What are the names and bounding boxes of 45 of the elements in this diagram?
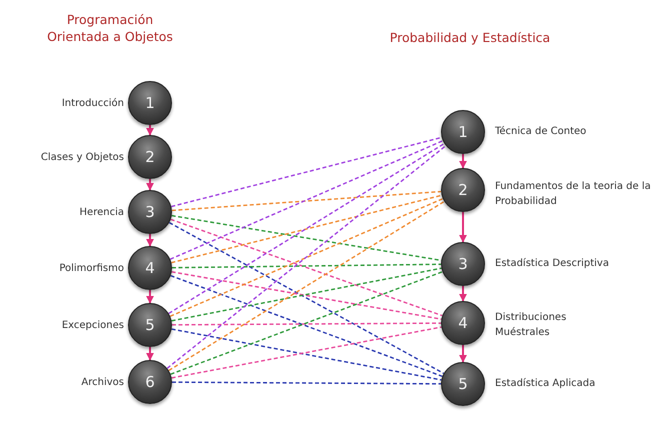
arrow	[146, 290, 154, 304]
arrow	[459, 212, 467, 243]
dashed-connector	[172, 381, 441, 385]
topic-label: Clases y Objetos	[40, 151, 124, 165]
numbered-circle: 1	[128, 81, 172, 125]
arrow	[459, 345, 467, 363]
numbered-circle: 1	[441, 110, 485, 154]
numbered-circle: 4	[441, 301, 485, 345]
topic-label: Estadística Aplicada	[495, 377, 596, 391]
numbered-circle: 5	[441, 362, 485, 406]
dashed-connector	[168, 142, 445, 314]
arrow	[146, 234, 154, 247]
arrow	[146, 179, 154, 191]
dashed-connector	[170, 140, 444, 260]
dashed-connector	[172, 190, 442, 212]
topic-label: Archivos	[81, 376, 124, 390]
topic-label: Herencia	[80, 206, 124, 220]
arrow	[146, 125, 154, 136]
column-heading: Probabilidad y Estadística	[388, 30, 552, 47]
topic-label: Fundamentos de la teoria de la Probabilidad	[495, 180, 652, 209]
dashed-connector	[171, 136, 442, 208]
numbered-circle: 3	[128, 190, 172, 234]
numbered-circle: 6	[128, 360, 172, 404]
arrow	[459, 286, 467, 302]
numbered-circle: 4	[128, 246, 172, 290]
numbered-circle: 5	[128, 303, 172, 347]
dashed-connector	[171, 194, 442, 264]
topic-label: Técnica de Conteo	[495, 125, 586, 139]
topic-label: Polimorfismo	[59, 262, 124, 276]
dashed-connector	[172, 322, 441, 326]
numbered-circle: 2	[128, 135, 172, 179]
topic-label: Estadística Descriptiva	[495, 257, 609, 271]
arrow	[146, 347, 154, 361]
topic-label: Introducción	[62, 97, 124, 111]
topic-label: Distribuciones Muéstrales	[495, 311, 568, 340]
arrow	[459, 154, 467, 169]
numbered-circle: 3	[441, 242, 485, 286]
column-heading: Programación Orientada a Objetos	[46, 12, 174, 46]
numbered-circle: 2	[441, 168, 485, 212]
dashed-connector	[172, 214, 442, 262]
dashed-connector	[172, 264, 441, 268]
dashed-connector	[170, 198, 444, 317]
dashed-connector	[166, 145, 446, 369]
topic-label: Excepciones	[62, 319, 124, 333]
dashed-connector	[170, 218, 442, 316]
